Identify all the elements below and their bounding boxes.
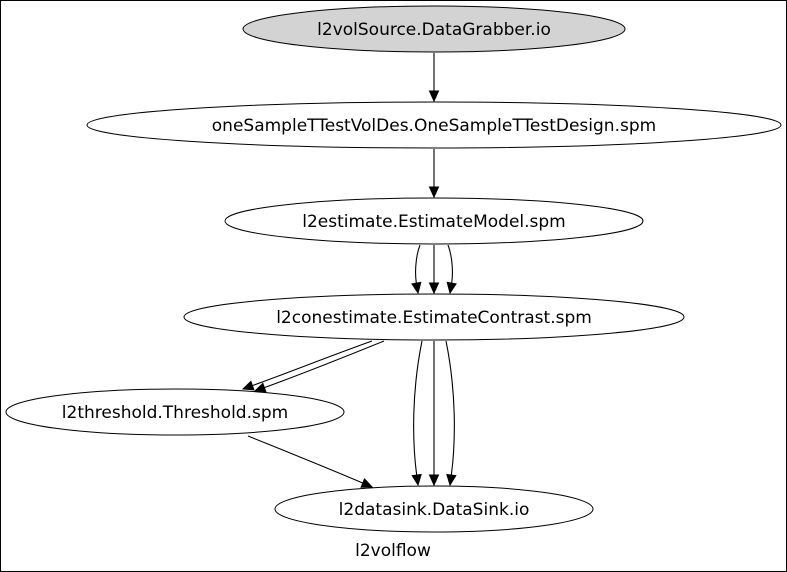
node-estimate-shape xyxy=(224,197,644,245)
edge-threshold-to-datasink xyxy=(247,435,364,484)
node-source-shape xyxy=(242,5,626,53)
node-conestimate-label: l2conestimate.EstimateContrast.spm xyxy=(276,308,592,328)
node-design[interactable]: oneSampleTTestVolDes.OneSampleTTestDesig… xyxy=(86,101,782,149)
edge-estimate-to-conestimate xyxy=(415,244,421,284)
edge-arrowhead-estimate-to-conestimate xyxy=(446,281,457,295)
node-conestimate[interactable]: l2conestimate.EstimateContrast.spm xyxy=(183,293,685,341)
edge-conestimate-to-threshold xyxy=(264,340,385,389)
node-threshold-shape xyxy=(5,388,345,436)
edges-layer xyxy=(241,53,457,488)
edge-estimate-to-conestimate xyxy=(447,244,453,284)
node-datasink[interactable]: l2datasink.DataSink.io xyxy=(274,485,594,533)
edge-conestimate-to-datasink xyxy=(413,340,423,476)
edge-arrowhead-estimate-to-conestimate xyxy=(428,282,440,295)
edge-conestimate-to-threshold xyxy=(252,340,373,387)
node-datasink-shape xyxy=(274,485,594,533)
edge-arrowhead-design-to-estimate xyxy=(428,186,440,199)
edge-arrowhead-conestimate-to-datasink xyxy=(428,474,440,487)
node-design-shape xyxy=(86,101,782,149)
graph-label: l2volflow xyxy=(355,541,431,561)
edge-arrowhead-conestimate-to-datasink xyxy=(446,473,457,487)
edge-arrowhead-conestimate-to-threshold xyxy=(241,380,255,391)
node-datasink-label: l2datasink.DataSink.io xyxy=(339,500,530,520)
node-source-label: l2volSource.DataGrabber.io xyxy=(317,20,551,40)
edge-arrowhead-conestimate-to-datasink xyxy=(411,473,422,487)
node-estimate-label: l2estimate.EstimateModel.spm xyxy=(302,212,566,232)
node-threshold[interactable]: l2threshold.Threshold.spm xyxy=(5,388,345,436)
node-design-label: oneSampleTTestVolDes.OneSampleTTestDesig… xyxy=(212,116,656,136)
node-estimate[interactable]: l2estimate.EstimateModel.spm xyxy=(224,197,644,245)
node-source[interactable]: l2volSource.DataGrabber.io xyxy=(242,5,626,53)
edge-arrowhead-conestimate-to-threshold xyxy=(253,382,267,393)
node-threshold-label: l2threshold.Threshold.spm xyxy=(62,403,288,423)
edge-arrowhead-estimate-to-conestimate xyxy=(411,281,422,295)
edge-arrowhead-source-to-design xyxy=(428,90,440,103)
node-conestimate-shape xyxy=(183,293,685,341)
nodes-layer: l2volSource.DataGrabber.io oneSampleTTest… xyxy=(5,5,782,533)
edge-conestimate-to-datasink xyxy=(445,340,455,476)
edge-arrowhead-threshold-to-datasink xyxy=(360,478,374,488)
